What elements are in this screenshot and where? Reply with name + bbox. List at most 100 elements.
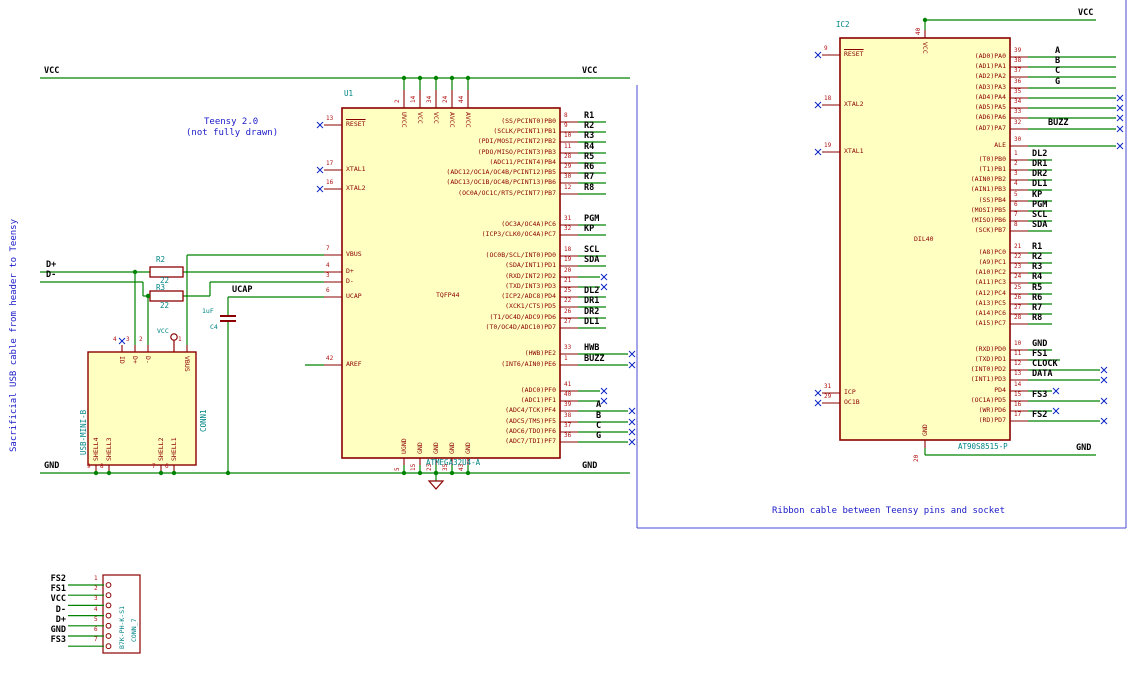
vcc-label-ic2: VCC <box>1078 8 1094 18</box>
pin-number: 4 <box>94 605 98 613</box>
pin-name: (A10)PC2 <box>974 268 1006 276</box>
pin-name: (AD0)PA0 <box>974 52 1006 60</box>
pin-number: 32 <box>564 225 572 232</box>
ucap-label: UCAP <box>232 285 253 295</box>
net-label-pgm: PGM <box>1032 200 1048 210</box>
no-connect-icon <box>1116 114 1124 122</box>
ic2-reference: IC2 <box>836 20 850 29</box>
net-label-r1: R1 <box>1032 242 1043 252</box>
pin-number: 6 <box>165 463 169 470</box>
no-connect-icon <box>814 101 822 109</box>
no-connect-icon <box>1100 366 1108 374</box>
pin-name: ICP <box>844 388 856 396</box>
pin-number: 25 <box>564 287 572 294</box>
pin-number: 10 <box>564 132 572 139</box>
pin-name: (AIN0)PB2 <box>970 175 1006 183</box>
pin-number: 26 <box>564 308 572 315</box>
pin-name: (SS)PB4 <box>978 196 1006 204</box>
c4-value: 1uF <box>202 307 214 315</box>
pin-number: 16 <box>1014 401 1022 408</box>
net-label-kp: KP <box>1032 190 1043 200</box>
pin-name: (AD2)PA2 <box>974 72 1006 80</box>
net-label-r2: R2 <box>1032 252 1043 262</box>
net-label-d-: D- <box>55 604 66 615</box>
net-label-fs3: FS3 <box>1032 390 1048 400</box>
pin-number: 13 <box>1014 370 1022 377</box>
pin-number: 34 <box>426 95 433 103</box>
pin-number: 20 <box>913 454 920 462</box>
pin-number: 8 <box>100 463 104 470</box>
pin-name: (AIN1)PB3 <box>970 185 1006 193</box>
pin-name: (AD5)PA5 <box>974 103 1006 111</box>
pin-name: (INT1)PD3 <box>970 375 1006 383</box>
pin-name: (TXD/INT3)PD3 <box>505 282 556 290</box>
pin-number: 33 <box>1014 108 1022 115</box>
no-connect-icon <box>1100 417 1108 425</box>
pin-name: (A8)PC0 <box>978 248 1006 256</box>
junction-dot <box>401 75 407 81</box>
pin-number: 35 <box>442 463 449 471</box>
pin-number: 7 <box>152 463 156 470</box>
pin-name: SHELL1 <box>170 437 178 461</box>
u1-reference: U1 <box>344 89 354 98</box>
net-label-gnd: GND <box>50 625 66 635</box>
pin-name: (INT0)PD2 <box>970 365 1006 373</box>
junction-dot <box>132 269 138 275</box>
pin-number: 19 <box>824 142 832 149</box>
net-label-dl2: DL2 <box>584 286 600 296</box>
pin-number: 8 <box>1014 221 1018 228</box>
junction-dot <box>158 470 164 476</box>
pin-number: 7 <box>1014 211 1018 218</box>
pin-number: 9 <box>87 463 91 470</box>
net-label-data: DATA <box>1032 369 1053 379</box>
pin-number: 4 <box>326 262 330 269</box>
net-label-fs1: FS1 <box>50 584 66 595</box>
no-connect-icon <box>814 399 822 407</box>
pin-name: (AD1)PA1 <box>974 62 1006 70</box>
pin-number: 28 <box>1014 314 1022 321</box>
usb-cable-note: Sacrificial USB cable from header to Tee… <box>9 219 19 452</box>
pin-number: 29 <box>564 163 572 170</box>
pin-number: 14 <box>410 95 417 103</box>
pin-name: (ADC12/OC1A/OC4B/PCINT12)PB5 <box>446 168 556 176</box>
no-connect-icon <box>1116 104 1124 112</box>
pin-number: 12 <box>564 184 572 191</box>
pin-name: (TXD)PD1 <box>974 355 1006 363</box>
pin-number: 27 <box>1014 304 1022 311</box>
junction-dot <box>417 470 423 476</box>
pin-name: SHELL2 <box>157 437 165 461</box>
pin-number: 22 <box>564 297 572 304</box>
pin-name: RESET <box>346 120 366 128</box>
r2-value: 22 <box>160 276 170 285</box>
pin-name: OC1B <box>844 398 860 406</box>
no-connect-icon <box>628 350 636 358</box>
ic2-value: AT90S8515-P <box>958 442 1008 451</box>
pin-name: (OC0A/OC1C/RTS/PCINT7)PB7 <box>458 189 556 197</box>
no-connect-icon <box>628 428 636 436</box>
junction-dot <box>225 470 231 476</box>
pin-name: (PDO/MISO/PCINT3)PB3 <box>477 148 556 156</box>
no-connect-icon <box>814 389 822 397</box>
pin-name: VCC <box>921 42 929 54</box>
pin-number: 33 <box>564 344 572 351</box>
no-connect-icon <box>118 337 126 345</box>
pin-name: (RXD)PD0 <box>974 345 1006 353</box>
conn7-value: B7K-PH-K-S1 <box>118 605 126 649</box>
pin-name: D+ <box>346 267 354 275</box>
pin-name: (INT6/AIN0)PE6 <box>501 360 556 368</box>
junction-dot <box>433 470 439 476</box>
pin-name: (T0/OC4D/ADC10)PD7 <box>485 323 556 331</box>
pin-number: 28 <box>564 153 572 160</box>
net-label-dr2: DR2 <box>1032 169 1048 179</box>
u1-footprint: TQFP44 <box>436 291 460 299</box>
pin-name: (SCLK/PCINT1)PB1 <box>493 127 556 135</box>
pin-number: 1 <box>564 355 568 362</box>
pin-number: 4 <box>113 336 117 343</box>
net-label-a: A <box>596 400 602 410</box>
vcc-symbol-label: VCC <box>157 327 169 335</box>
net-label-r5: R5 <box>1032 283 1043 293</box>
r3-body <box>149 290 184 302</box>
pin-number: 24 <box>442 95 449 103</box>
pin-circle <box>105 582 112 588</box>
